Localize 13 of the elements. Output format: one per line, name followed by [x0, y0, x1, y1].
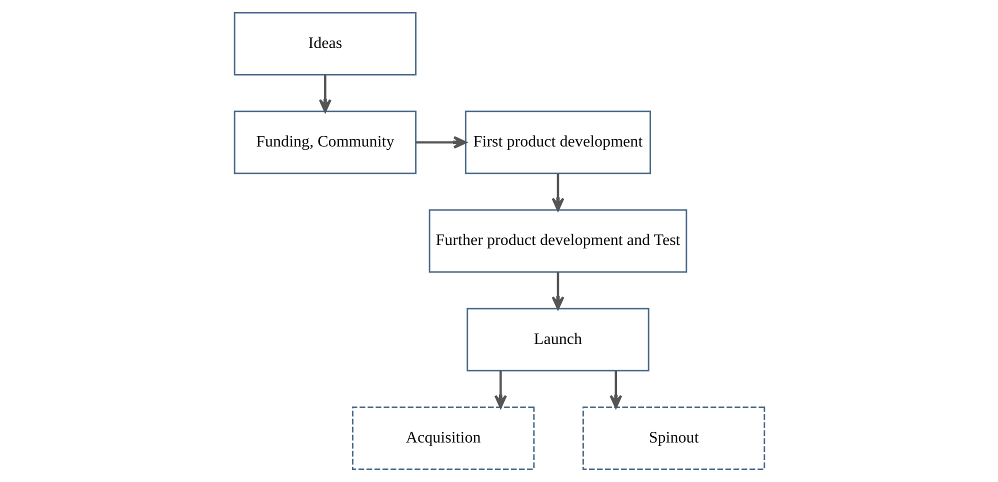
arrow [551, 272, 564, 310]
arrow [551, 174, 564, 212]
arrow [609, 370, 622, 408]
arrow [494, 370, 506, 408]
node-box: First product development [464, 110, 651, 174]
node-box: Ideas [233, 12, 416, 76]
node-box: Further product development and Test [428, 209, 687, 273]
node-box: Acquisition [351, 406, 534, 470]
node-box: Spinout [582, 406, 765, 470]
arrow [318, 74, 331, 113]
node-box: Funding, Community [233, 110, 416, 174]
arrow [415, 136, 466, 149]
node-box: Launch [466, 308, 649, 372]
